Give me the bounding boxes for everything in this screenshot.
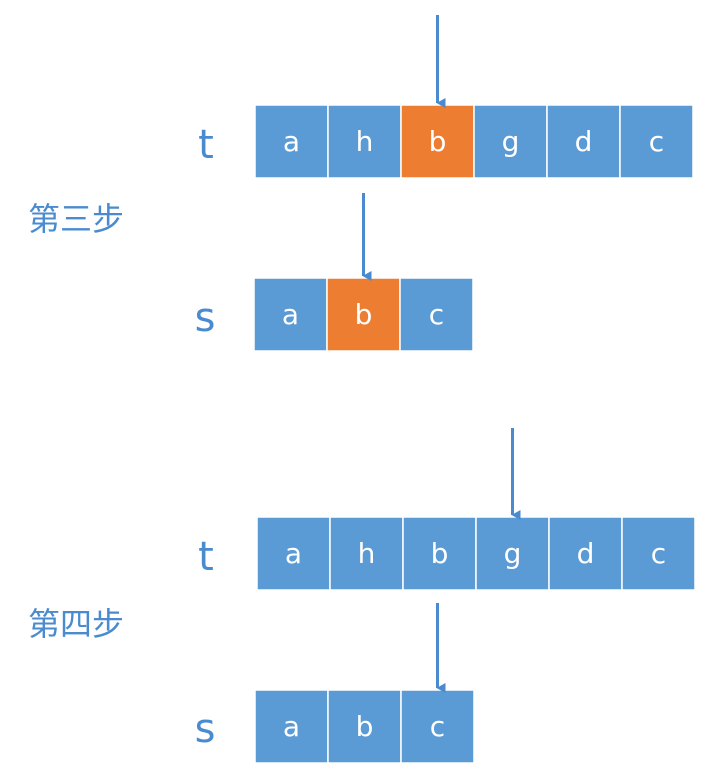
t-cell-char: a — [283, 125, 300, 158]
s-array: a b c — [253, 277, 474, 352]
t-cell-box — [548, 516, 623, 591]
s-cell-box — [327, 689, 402, 764]
t-cell-char: c — [649, 125, 664, 158]
t-cell: d — [548, 516, 623, 591]
s-cell: a — [254, 689, 329, 764]
step-label: 第四步 — [28, 605, 124, 643]
t-cell-char: h — [356, 125, 374, 158]
s-cell: b — [326, 277, 401, 352]
t-cell-char: g — [504, 537, 522, 570]
t-cell: a — [254, 104, 329, 179]
t-row-label: t — [198, 534, 214, 580]
t-cell-box — [546, 104, 621, 179]
t-cell: c — [621, 516, 696, 591]
t-cell: h — [327, 104, 402, 179]
s-cell: c — [400, 689, 475, 764]
t-array: a h b g d c — [254, 104, 694, 179]
s-cell: c — [399, 277, 474, 352]
t-cell-box — [621, 516, 696, 591]
t-cell: d — [546, 104, 621, 179]
s-cell-box — [254, 689, 329, 764]
t-cell-char: d — [577, 537, 595, 570]
s-cell-char: b — [356, 710, 374, 743]
s-array: a b c — [254, 689, 475, 764]
s-cell-char: c — [429, 298, 444, 331]
t-cell-char: c — [651, 537, 666, 570]
s-cell: a — [253, 277, 328, 352]
step-3: 第三步 t a h b g d c s a b c — [28, 15, 694, 352]
s-cell-char: b — [355, 298, 373, 331]
t-cell-box — [256, 516, 331, 591]
t-cell-char: b — [429, 125, 447, 158]
t-cell-box — [402, 516, 477, 591]
t-cell: a — [256, 516, 331, 591]
t-cell-box — [329, 516, 404, 591]
step-4: 第四步 t a h b g d c s a b c — [28, 428, 696, 764]
t-cell-char: a — [285, 537, 302, 570]
t-array: a h b g d c — [256, 516, 696, 591]
t-cell: h — [329, 516, 404, 591]
t-cell: c — [619, 104, 694, 179]
s-cell-char: c — [430, 710, 445, 743]
s-cell-box — [399, 277, 474, 352]
step-label: 第三步 — [28, 200, 124, 238]
s-row-label: s — [195, 295, 216, 341]
t-cell-box — [254, 104, 329, 179]
s-cell: b — [327, 689, 402, 764]
t-cell-char: b — [431, 537, 449, 570]
s-row-label: s — [195, 706, 216, 752]
t-cell: b — [400, 104, 475, 179]
s-cell-char: a — [283, 710, 300, 743]
t-cell: g — [475, 516, 550, 591]
t-cell-char: h — [358, 537, 376, 570]
t-cell: b — [402, 516, 477, 591]
t-cell: g — [473, 104, 548, 179]
t-cell-box — [327, 104, 402, 179]
s-cell-char: a — [282, 298, 299, 331]
t-cell-char: d — [575, 125, 593, 158]
t-cell-char: g — [502, 125, 520, 158]
t-cell-box — [619, 104, 694, 179]
s-cell-box — [400, 689, 475, 764]
t-row-label: t — [198, 122, 214, 168]
